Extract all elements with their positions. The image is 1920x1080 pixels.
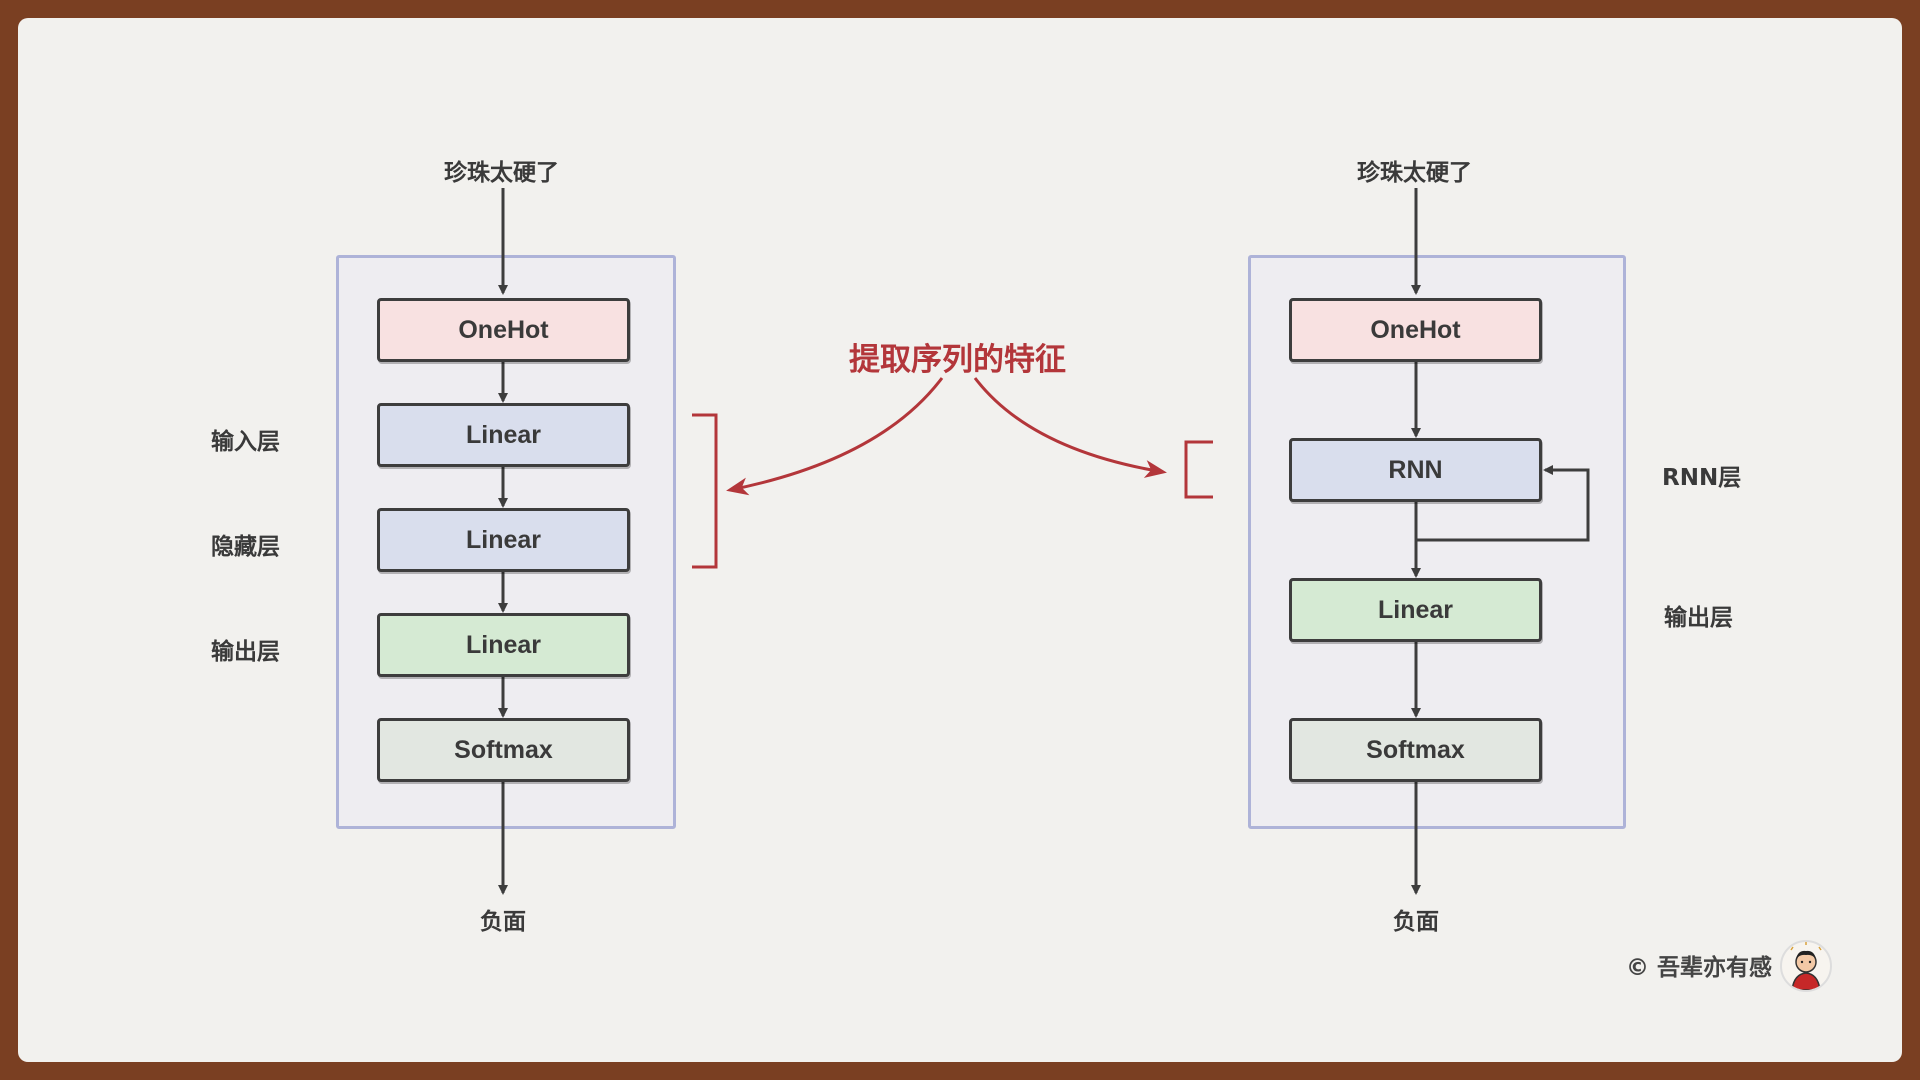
- left-linear-hidden-box: Linear: [377, 508, 630, 572]
- annotation-text: 提取序列的特征: [849, 342, 1066, 378]
- right-onehot-box: OneHot: [1289, 298, 1542, 362]
- right-label-output-layer: 输出层: [1664, 605, 1733, 631]
- rnn-loop-arrow: [1416, 465, 1590, 542]
- copyright-text: © 吾辈亦有感: [1626, 955, 1773, 981]
- left-linear-input-box: Linear: [377, 403, 630, 467]
- left-linear-output-box: Linear: [377, 613, 630, 677]
- right-output-text: 负面: [1393, 909, 1439, 935]
- avatar: [1780, 940, 1832, 992]
- left-label-hidden-layer: 隐藏层: [211, 534, 280, 560]
- right-label-rnn-layer: RNN层: [1662, 465, 1742, 491]
- left-label-input-layer: 输入层: [211, 429, 280, 455]
- avatar-icon: [1790, 942, 1822, 990]
- left-onehot-box: OneHot: [377, 298, 630, 362]
- right-input-text: 珍珠太硬了: [1357, 160, 1472, 186]
- left-softmax-box: Softmax: [377, 718, 630, 782]
- annotation-arrow-left: [726, 377, 944, 496]
- left-bracket: [692, 413, 718, 569]
- left-input-text: 珍珠太硬了: [444, 160, 559, 186]
- right-linear-box: Linear: [1289, 578, 1542, 642]
- left-label-output-layer: 输出层: [211, 639, 280, 665]
- annotation-arrow-right: [973, 377, 1167, 478]
- right-softmax-box: Softmax: [1289, 718, 1542, 782]
- right-bracket: [1184, 440, 1213, 499]
- right-rnn-box: RNN: [1289, 438, 1542, 502]
- left-output-text: 负面: [480, 909, 526, 935]
